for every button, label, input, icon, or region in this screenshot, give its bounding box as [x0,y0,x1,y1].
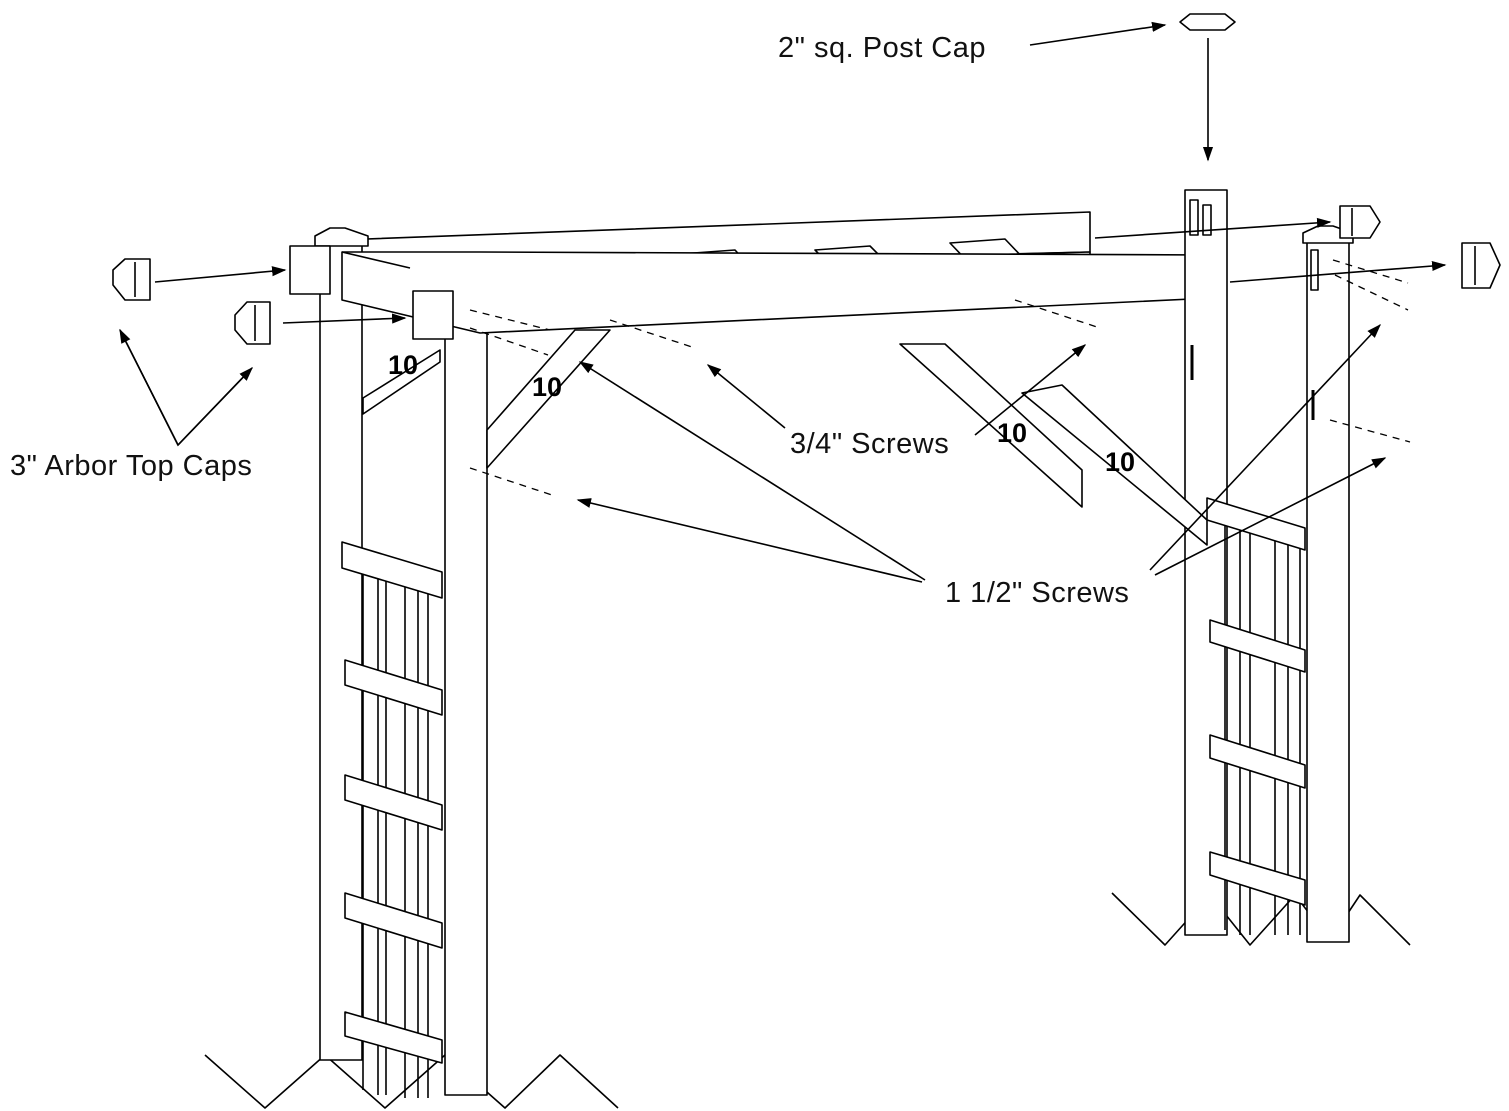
ground-line-left [204,1054,619,1109]
left-beam-end-back [289,245,331,295]
left-trellis [341,349,443,1098]
post-cap-label: 2" sq. Post Cap [778,32,987,64]
right-brace-front [1021,384,1208,546]
screw-paths [469,259,1411,496]
arbor-top-cap-right-2 [1461,242,1501,289]
part-number-right-back-brace: 10 [997,418,1028,448]
left-beam-end-front [412,290,454,340]
arbor-top-cap-left-2 [234,301,271,345]
left-front-post [444,279,488,1096]
arbor-top-cap-right-1 [1339,205,1381,239]
part-number-left-back-brace: 10 [388,350,419,380]
right-brace-back [899,343,1083,508]
ground-line-right [1111,892,1411,946]
leader-arrows [119,21,1447,583]
screws-1-1-2-label: 1 1/2" Screws [945,577,1130,609]
part-number-right-front-brace: 10 [1105,447,1136,477]
arbor-top-cap-left-1 [112,258,151,301]
front-beam [341,251,1213,334]
part-number-left-front-brace: 10 [532,372,563,402]
left-back-post-cap [314,227,369,247]
post-cap-part [1179,13,1236,31]
arbor-top-caps-label: 3" Arbor Top Caps [10,450,253,482]
right-back-post [1184,189,1228,936]
right-front-post [1306,236,1350,943]
screws-3-4-label: 3/4" Screws [790,428,950,460]
left-back-post [319,239,363,1061]
